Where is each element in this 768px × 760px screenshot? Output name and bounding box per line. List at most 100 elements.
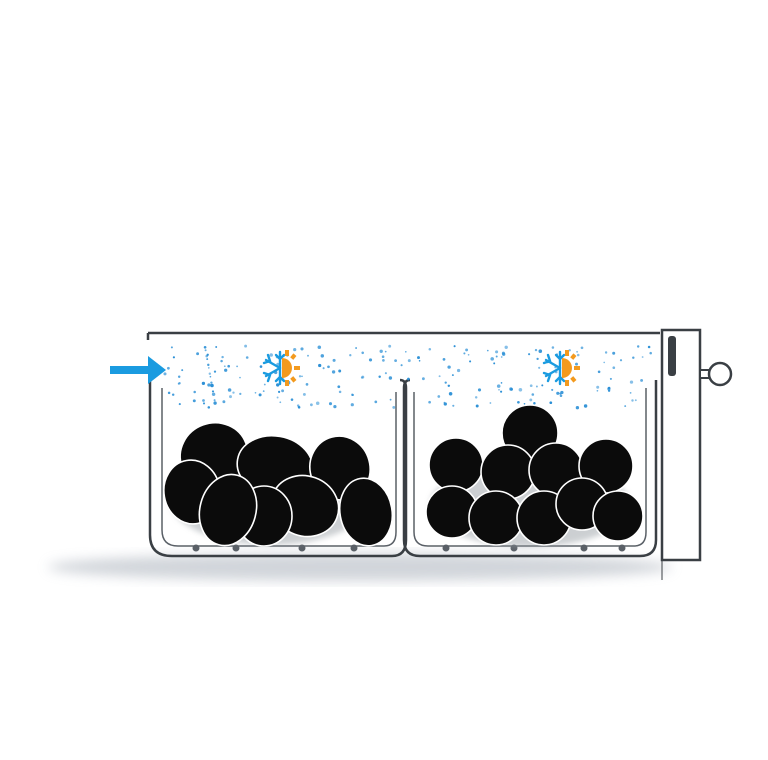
air-particle <box>407 377 410 381</box>
stone <box>338 477 394 547</box>
stone <box>198 473 258 547</box>
air-particle <box>636 345 640 348</box>
air-particle <box>163 372 167 376</box>
air-particle <box>405 351 407 353</box>
air-particle <box>453 345 456 348</box>
air-particle <box>258 393 262 397</box>
air-particle <box>302 392 306 396</box>
air-particle <box>315 401 320 405</box>
air-particle <box>193 390 196 394</box>
air-particle <box>170 346 173 349</box>
air-particle <box>332 358 336 362</box>
air-particle <box>518 388 523 392</box>
air-particles <box>163 344 652 410</box>
air-particle <box>204 349 207 352</box>
air-particle <box>318 363 322 368</box>
air-particle <box>607 387 611 391</box>
air-particle <box>211 390 215 393</box>
air-particle <box>500 382 503 384</box>
air-particle <box>239 392 242 396</box>
air-particle <box>469 360 472 363</box>
air-particle <box>259 365 263 368</box>
air-particle <box>236 365 239 368</box>
stone <box>428 437 484 493</box>
air-particle <box>355 347 358 349</box>
air-particle <box>368 358 373 362</box>
air-particle <box>538 366 541 369</box>
air-particle <box>500 356 503 358</box>
air-particle <box>629 380 634 384</box>
air-particle <box>447 365 451 369</box>
air-particle <box>281 389 285 393</box>
valve-knob-icon <box>699 361 733 387</box>
air-particle <box>317 345 322 350</box>
air-particle <box>498 388 500 391</box>
air-particle <box>388 344 392 348</box>
air-particle <box>517 400 520 404</box>
air-particle <box>447 384 451 388</box>
air-particle <box>227 364 231 368</box>
air-particle <box>496 384 501 388</box>
air-particle <box>254 391 257 394</box>
air-particle <box>221 355 224 359</box>
air-particle <box>465 348 469 352</box>
air-particle <box>167 391 171 395</box>
air-particle <box>322 367 325 370</box>
air-particle <box>609 377 612 380</box>
air-particle <box>384 372 387 375</box>
air-particle <box>263 383 266 386</box>
air-particle <box>576 350 579 353</box>
round-stones <box>425 404 644 547</box>
air-particle <box>239 376 241 379</box>
air-particle <box>227 388 232 392</box>
air-particle <box>634 399 637 402</box>
air-particle <box>210 383 214 388</box>
air-particle <box>551 346 555 349</box>
air-particle <box>475 404 479 408</box>
air-particle <box>203 345 207 349</box>
compartment-right-outline <box>402 378 658 558</box>
air-particle <box>649 351 652 355</box>
air-particle <box>528 353 531 356</box>
tray <box>146 328 733 580</box>
air-particle <box>215 346 218 348</box>
air-particle <box>619 359 623 362</box>
air-particle <box>207 383 211 387</box>
air-particle <box>612 366 616 370</box>
air-particle <box>208 372 211 375</box>
air-particle <box>181 369 184 372</box>
air-particle <box>298 375 302 378</box>
air-particle <box>428 400 431 404</box>
air-particle <box>300 347 304 351</box>
air-particle <box>443 402 447 406</box>
air-particle <box>338 369 342 373</box>
air-particle <box>276 383 280 387</box>
air-particle <box>382 359 385 362</box>
air-particle <box>640 378 644 382</box>
air-particle <box>177 375 181 379</box>
air-particle <box>509 387 513 391</box>
air-particle <box>328 402 333 406</box>
air-particle <box>207 367 210 369</box>
air-particle <box>209 375 212 378</box>
air-particle <box>437 395 441 398</box>
air-particle <box>310 403 313 407</box>
air-particle <box>392 405 396 409</box>
air-particle <box>580 346 584 350</box>
air-particle <box>596 389 599 392</box>
air-particle <box>417 356 420 360</box>
air-particle <box>206 353 209 356</box>
air-particle <box>381 355 385 358</box>
air-particle <box>350 403 354 407</box>
air-particle <box>493 362 496 365</box>
air-particle <box>495 355 498 358</box>
oval-stones <box>163 421 394 547</box>
air-particle <box>495 350 499 354</box>
air-particle <box>549 401 553 405</box>
air-particle <box>167 366 170 370</box>
air-particle <box>279 401 282 404</box>
air-particle <box>276 396 279 399</box>
air-particle <box>207 363 210 367</box>
air-particle <box>269 353 273 357</box>
